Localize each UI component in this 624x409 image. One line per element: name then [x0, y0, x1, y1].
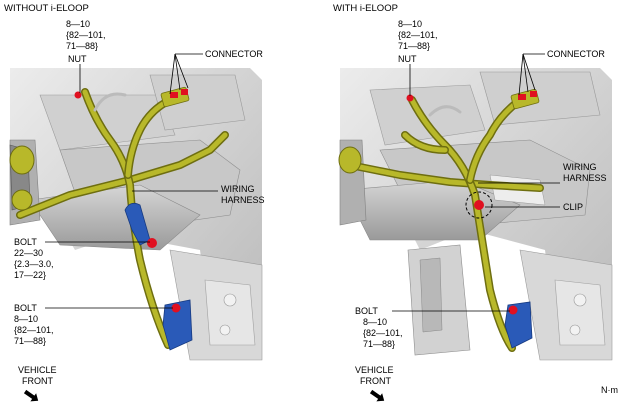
- right-nut-torque-line3: 71—88}: [398, 41, 430, 51]
- right-vehicle-front-line1: VEHICLE: [355, 365, 394, 375]
- torque-unit-label: N·m: [601, 385, 618, 395]
- right-clip-label: CLIP: [563, 202, 583, 212]
- right-clip-highlight: [465, 191, 493, 219]
- left-bolt2-label: BOLT: [14, 303, 37, 313]
- right-nut-label: NUT: [398, 54, 417, 64]
- right-clip-marker: [474, 200, 484, 210]
- left-nut-torque-line2: {82—101,: [66, 30, 106, 40]
- left-connector-label: CONNECTOR: [205, 49, 263, 59]
- left-illustration: [9, 68, 263, 361]
- right-connector-label: CONNECTOR: [547, 49, 605, 59]
- left-bolt1-marker: [147, 238, 157, 248]
- left-nut-marker: [74, 91, 82, 99]
- left-bolt1-torque-line3: 17—22}: [14, 270, 46, 280]
- right-panel-title: WITH i-ELOOP: [333, 3, 398, 14]
- left-bolt2-torque-line2: {82—101,: [14, 325, 54, 335]
- left-wiring-harness: [16, 88, 229, 349]
- left-nut-torque-line3: 71—88}: [66, 41, 98, 51]
- left-bolt1-torque-line1: 22—30: [14, 248, 43, 258]
- left-wiring-label-line1: WIRING: [221, 184, 255, 194]
- right-illustration: [338, 68, 613, 361]
- left-wiring-label-line2: HARNESS: [221, 195, 265, 205]
- left-leader-lines: [45, 53, 218, 309]
- right-bolt-torque-line2: {82—101,: [363, 328, 403, 338]
- right-bolt-torque-line1: 8—10: [363, 317, 387, 327]
- right-labels: WITH i-ELOOP 8—10 {82—101, 71—88} NUT CO…: [333, 3, 618, 395]
- right-nut-torque-line1: 8—10: [398, 19, 422, 29]
- left-bolt1-torque-line2: {2.3—3.0,: [14, 259, 54, 269]
- right-leader-lines: [392, 53, 560, 312]
- left-bolt2-torque-line1: 8—10: [14, 314, 38, 324]
- left-vehicle-front-line2: FRONT: [22, 376, 53, 386]
- left-nut-label: NUT: [68, 54, 87, 64]
- left-bolt1-label: BOLT: [14, 237, 37, 247]
- left-front-arrow-icon: [23, 389, 39, 402]
- right-bolt-marker: [508, 305, 518, 315]
- right-bolt-label: BOLT: [355, 306, 378, 316]
- right-bolt-torque-line3: 71—88}: [363, 339, 395, 349]
- right-wiring-harness: [346, 96, 544, 352]
- left-nut-torque-line1: 8—10: [66, 19, 90, 29]
- right-wiring-label-line1: WIRING: [563, 162, 597, 172]
- right-nut-marker: [406, 94, 414, 102]
- right-vehicle-front-line2: FRONT: [360, 376, 391, 386]
- left-bolt2-marker: [171, 303, 181, 313]
- left-panel-title: WITHOUT i-ELOOP: [4, 3, 89, 14]
- left-labels: WITHOUT i-ELOOP 8—10 {82—101, 71—88} NUT…: [4, 3, 265, 386]
- left-vehicle-front-line1: VEHICLE: [18, 365, 57, 375]
- right-nut-torque-line2: {82—101,: [398, 30, 438, 40]
- right-wiring-label-line2: HARNESS: [563, 173, 607, 183]
- right-front-arrow-icon: [369, 389, 385, 402]
- left-bolt2-torque-line3: 71—88}: [14, 336, 46, 346]
